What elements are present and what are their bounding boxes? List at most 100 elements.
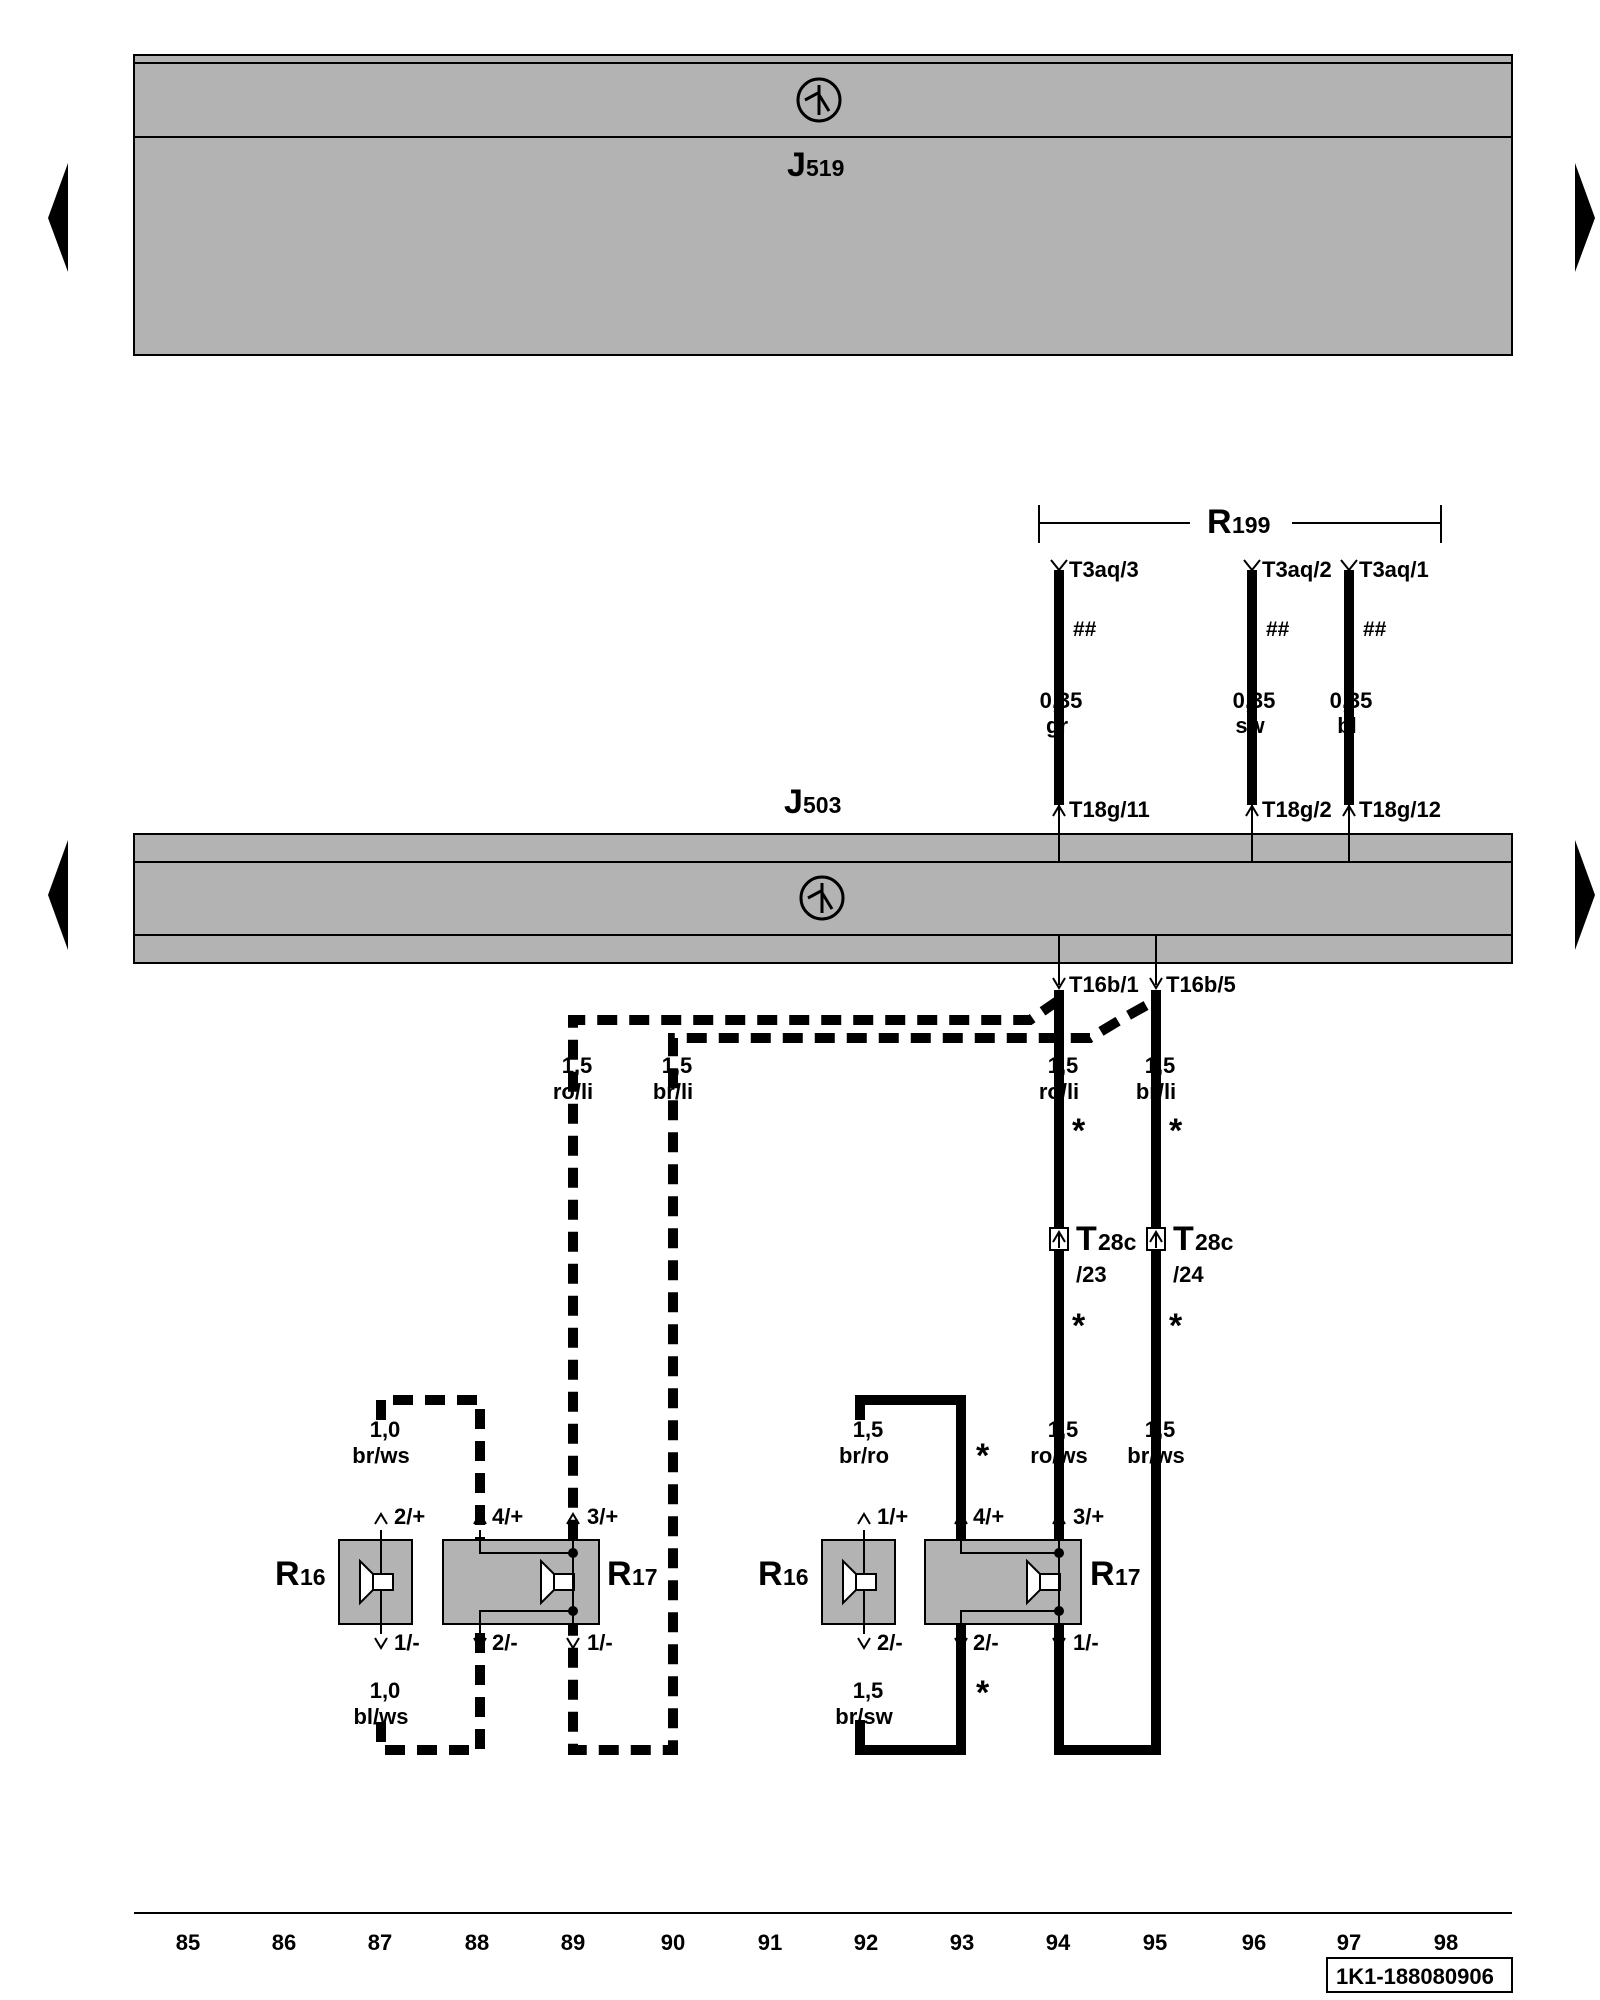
r16-right-name: R xyxy=(758,1555,783,1593)
wire-size: 1,5 xyxy=(853,1678,884,1703)
speaker-pin: 2/- xyxy=(877,1630,903,1655)
ruler-label: 86 xyxy=(272,1930,296,1955)
ruler-label: 93 xyxy=(950,1930,974,1955)
speaker-pin: 1/+ xyxy=(877,1504,908,1529)
wire-color: ro/li xyxy=(1039,1079,1079,1104)
wire-size: 1,5 xyxy=(1145,1417,1176,1442)
module-j503-name: J xyxy=(784,783,803,821)
speaker-r16-left xyxy=(338,1530,413,1634)
ruler-label: 97 xyxy=(1337,1930,1361,1955)
r16-left-name: R xyxy=(275,1555,300,1593)
nav-right-arrow-top[interactable] xyxy=(1575,163,1595,272)
ruler-label: 95 xyxy=(1143,1930,1167,1955)
wire-size: 1,5 xyxy=(1048,1417,1079,1442)
wire-size: 0,35 xyxy=(1330,688,1373,713)
r17-left-name: R xyxy=(607,1555,632,1593)
pin-t3aq2: T3aq/2 xyxy=(1262,557,1332,582)
speaker-pin: 4/+ xyxy=(973,1504,1004,1529)
hash-mark: ## xyxy=(1363,618,1387,641)
star-mark: * xyxy=(1072,1307,1086,1345)
ruler-label: 96 xyxy=(1242,1930,1266,1955)
star-mark: * xyxy=(1072,1112,1086,1150)
speaker-pin: 2/+ xyxy=(394,1504,425,1529)
wire-color: sw xyxy=(1235,713,1265,738)
pin-t16b5: T16b/5 xyxy=(1166,972,1236,997)
speaker-pin: 3/+ xyxy=(587,1504,618,1529)
speaker-pin: 1/- xyxy=(394,1630,420,1655)
star-mark: * xyxy=(976,1437,990,1475)
r16-right-sub: 16 xyxy=(783,1564,809,1590)
ruler-label: 92 xyxy=(854,1930,878,1955)
pin-t18g11: T18g/11 xyxy=(1069,797,1150,822)
hash-mark: ## xyxy=(1073,618,1097,641)
r199-sub: 199 xyxy=(1232,512,1270,538)
module-j519: J 519 xyxy=(133,54,1513,356)
pin-t18g12: T18g/12 xyxy=(1359,797,1441,822)
ruler-label: 94 xyxy=(1046,1930,1071,1955)
speaker-pin-arrows xyxy=(374,1512,1066,1650)
speaker-r17-right xyxy=(924,1530,1082,1634)
wire-size: 1,0 xyxy=(370,1417,401,1442)
wire-size: 0,35 xyxy=(1233,688,1276,713)
wire-color: gr xyxy=(1046,713,1068,738)
hash-mark: ## xyxy=(1266,618,1290,641)
component-r199: R 199 xyxy=(1038,503,1442,543)
nav-left-arrow-top[interactable] xyxy=(48,163,68,272)
document-id: 1K1-188080906 xyxy=(1326,1957,1513,1993)
star-mark: * xyxy=(976,1674,990,1712)
r17-right-name: R xyxy=(1090,1555,1115,1593)
module-j519-name: J xyxy=(787,146,806,184)
t28c-sub: 28c xyxy=(1098,1229,1137,1255)
wire-color: br/ws xyxy=(352,1443,409,1468)
t28c-sub: 28c xyxy=(1195,1229,1234,1255)
t28c-name: T xyxy=(1076,1220,1097,1258)
wire-color: br/ro xyxy=(839,1443,889,1468)
module-j503: J 503 xyxy=(133,783,1513,964)
speaker-pin: 1/- xyxy=(1073,1630,1099,1655)
star-mark: * xyxy=(1169,1307,1183,1345)
wire-color: ro/li xyxy=(553,1079,593,1104)
ruler-label: 85 xyxy=(176,1930,200,1955)
wires-solid-variant xyxy=(855,990,1161,1755)
doc-id-text: 1K1-188080906 xyxy=(1336,1964,1494,1989)
wire-size: 1,5 xyxy=(1145,1053,1176,1078)
pin-t3aq3: T3aq/3 xyxy=(1069,557,1139,582)
wire-color: bl xyxy=(1337,713,1357,738)
wire-color: br/sw xyxy=(835,1704,893,1729)
wire-color: br/li xyxy=(1136,1079,1176,1104)
ruler-label: 88 xyxy=(465,1930,489,1955)
wire-color: bl/ws xyxy=(353,1704,408,1729)
speaker-pin: 2/- xyxy=(492,1630,518,1655)
wire-size: 1,5 xyxy=(853,1417,884,1442)
connector-t28c-23 xyxy=(1049,1227,1069,1251)
connector-t28c-24 xyxy=(1146,1227,1166,1251)
ruler-label: 98 xyxy=(1434,1930,1458,1955)
wires-r199 xyxy=(1050,559,1358,862)
speaker-r17-left xyxy=(442,1530,600,1634)
nav-left-arrow-middle[interactable] xyxy=(48,840,68,950)
speaker-pin: 3/+ xyxy=(1073,1504,1104,1529)
t28c-pin-24: /24 xyxy=(1173,1262,1204,1287)
star-mark: * xyxy=(1169,1112,1183,1150)
wire-size: 1,5 xyxy=(562,1053,593,1078)
ruler-label: 87 xyxy=(368,1930,392,1955)
speaker-pin: 2/- xyxy=(973,1630,999,1655)
pin-t16b1: T16b/1 xyxy=(1069,972,1139,997)
wire-color: br/li xyxy=(653,1079,693,1104)
ruler-label: 89 xyxy=(561,1930,585,1955)
module-j519-sub: 519 xyxy=(806,155,844,181)
r16-left-sub: 16 xyxy=(300,1564,326,1590)
module-j503-sub: 503 xyxy=(803,792,841,818)
pin-t18g2: T18g/2 xyxy=(1262,797,1332,822)
speaker-pin: 1/- xyxy=(587,1630,613,1655)
speaker-r16-right xyxy=(821,1530,896,1634)
ground-symbol-icon xyxy=(799,875,845,921)
nav-right-arrow-middle[interactable] xyxy=(1575,840,1595,950)
column-ruler: 85 86 87 88 89 90 91 92 93 94 95 96 97 98 xyxy=(134,1912,1512,1955)
pin-t3aq1: T3aq/1 xyxy=(1359,557,1429,582)
r17-right-sub: 17 xyxy=(1115,1564,1141,1590)
ruler-label: 90 xyxy=(661,1930,685,1955)
ruler-label: 91 xyxy=(758,1930,782,1955)
wire-color: ro/ws xyxy=(1030,1443,1087,1468)
